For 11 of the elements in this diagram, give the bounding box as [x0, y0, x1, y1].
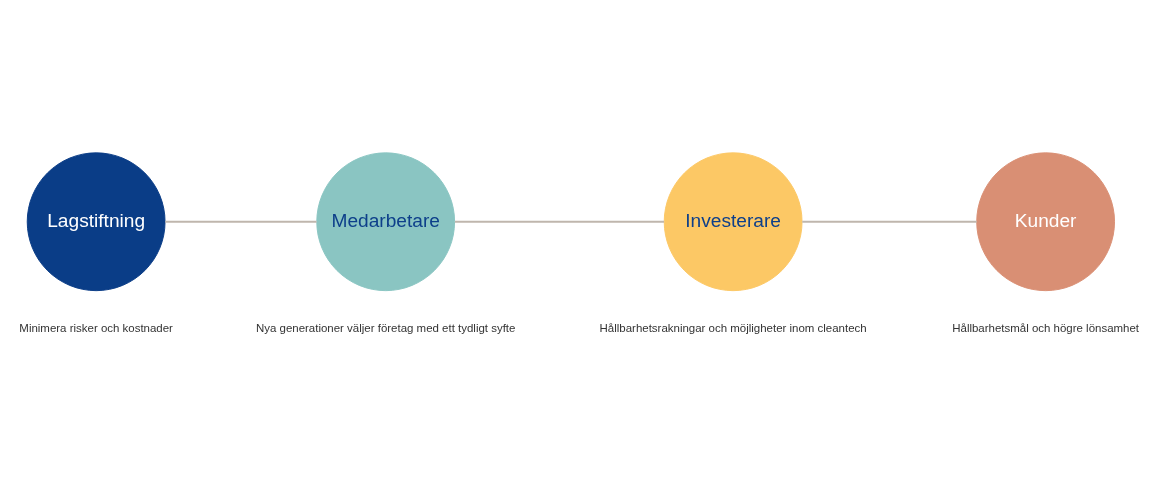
- connector: [453, 220, 665, 223]
- connector: [164, 220, 318, 223]
- connector: [801, 220, 978, 223]
- node-label: Hållbarhetsrakningar och möjligheter inom cleantech: [599, 321, 867, 334]
- node-label: Nya generationer väljer företag med ett tydligt syfte: [255, 321, 516, 334]
- node-circle: Lagstiftning: [26, 152, 166, 292]
- node-circle: Investerare: [663, 152, 803, 292]
- node-circle: Kunder: [976, 152, 1115, 292]
- node-label: Hållbarhetsmål och högre lönsamhet: [952, 321, 1140, 334]
- node-label: Minimera risker och kostnader: [19, 321, 173, 334]
- node-circle: Medarbetare: [316, 152, 456, 292]
